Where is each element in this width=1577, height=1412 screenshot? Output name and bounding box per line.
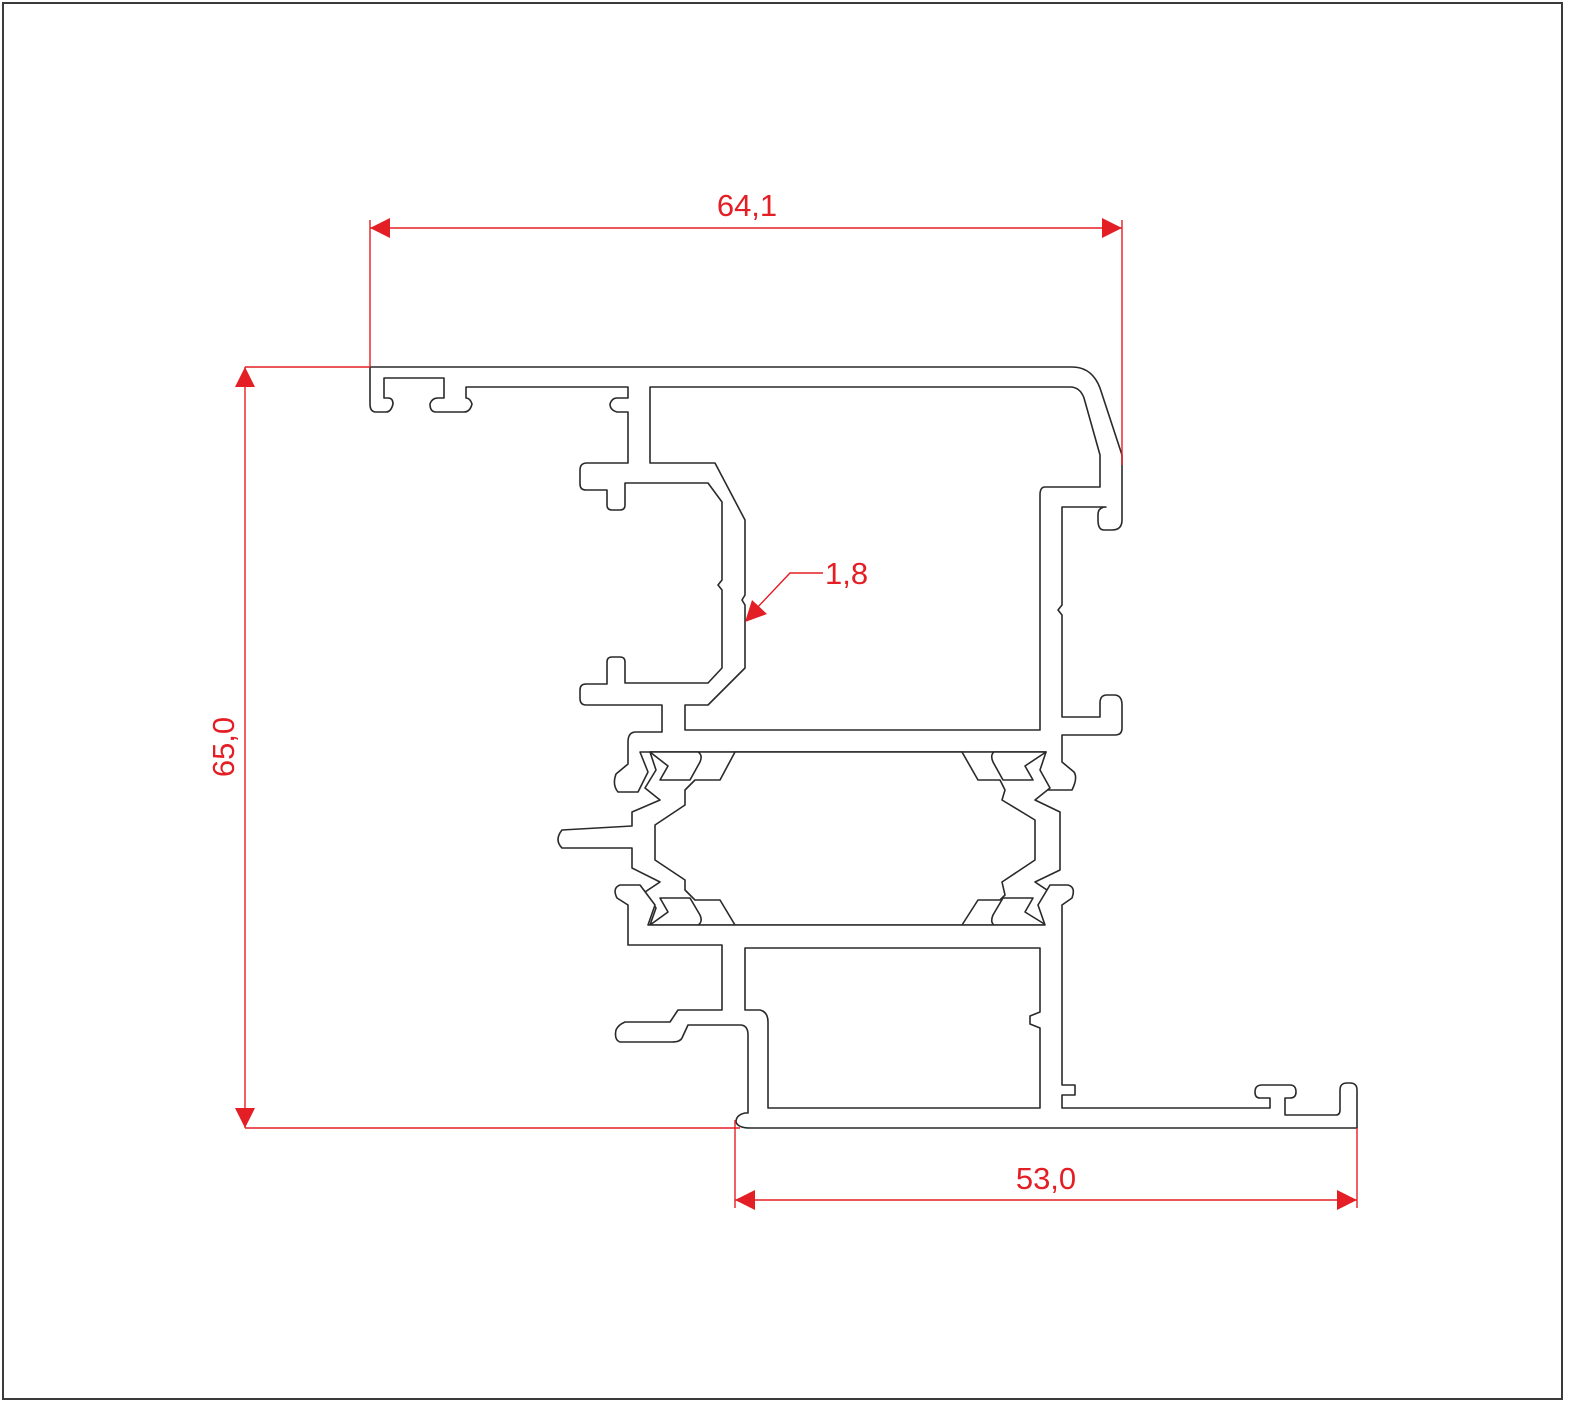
dimension-top-width-label: 64,1 (717, 188, 777, 223)
arrowhead-up (235, 367, 255, 387)
arrowhead-right (1102, 218, 1122, 238)
arrowhead-left (370, 218, 390, 238)
arrowhead-right (1337, 1190, 1357, 1210)
dimension-height: 65,0 (206, 366, 740, 1129)
strip-hook-tr (990, 751, 1047, 781)
lower-cavity (744, 947, 1041, 1109)
dimension-top-width: 64,1 (369, 188, 1123, 465)
arrowhead-left (735, 1190, 755, 1210)
dimension-wall-thickness-label: 1,8 (825, 556, 868, 591)
dimension-height-label: 65,0 (206, 717, 241, 777)
arrowhead-down (235, 1108, 255, 1128)
arrowhead-leader (745, 600, 767, 622)
dimension-bottom-width: 53,0 (734, 1120, 1358, 1210)
dimension-bottom-width-label: 53,0 (1016, 1161, 1076, 1196)
strip-hook-tl (649, 751, 702, 781)
dimension-wall-thickness: 1,8 (745, 556, 868, 622)
upper-cavity (649, 386, 1101, 731)
